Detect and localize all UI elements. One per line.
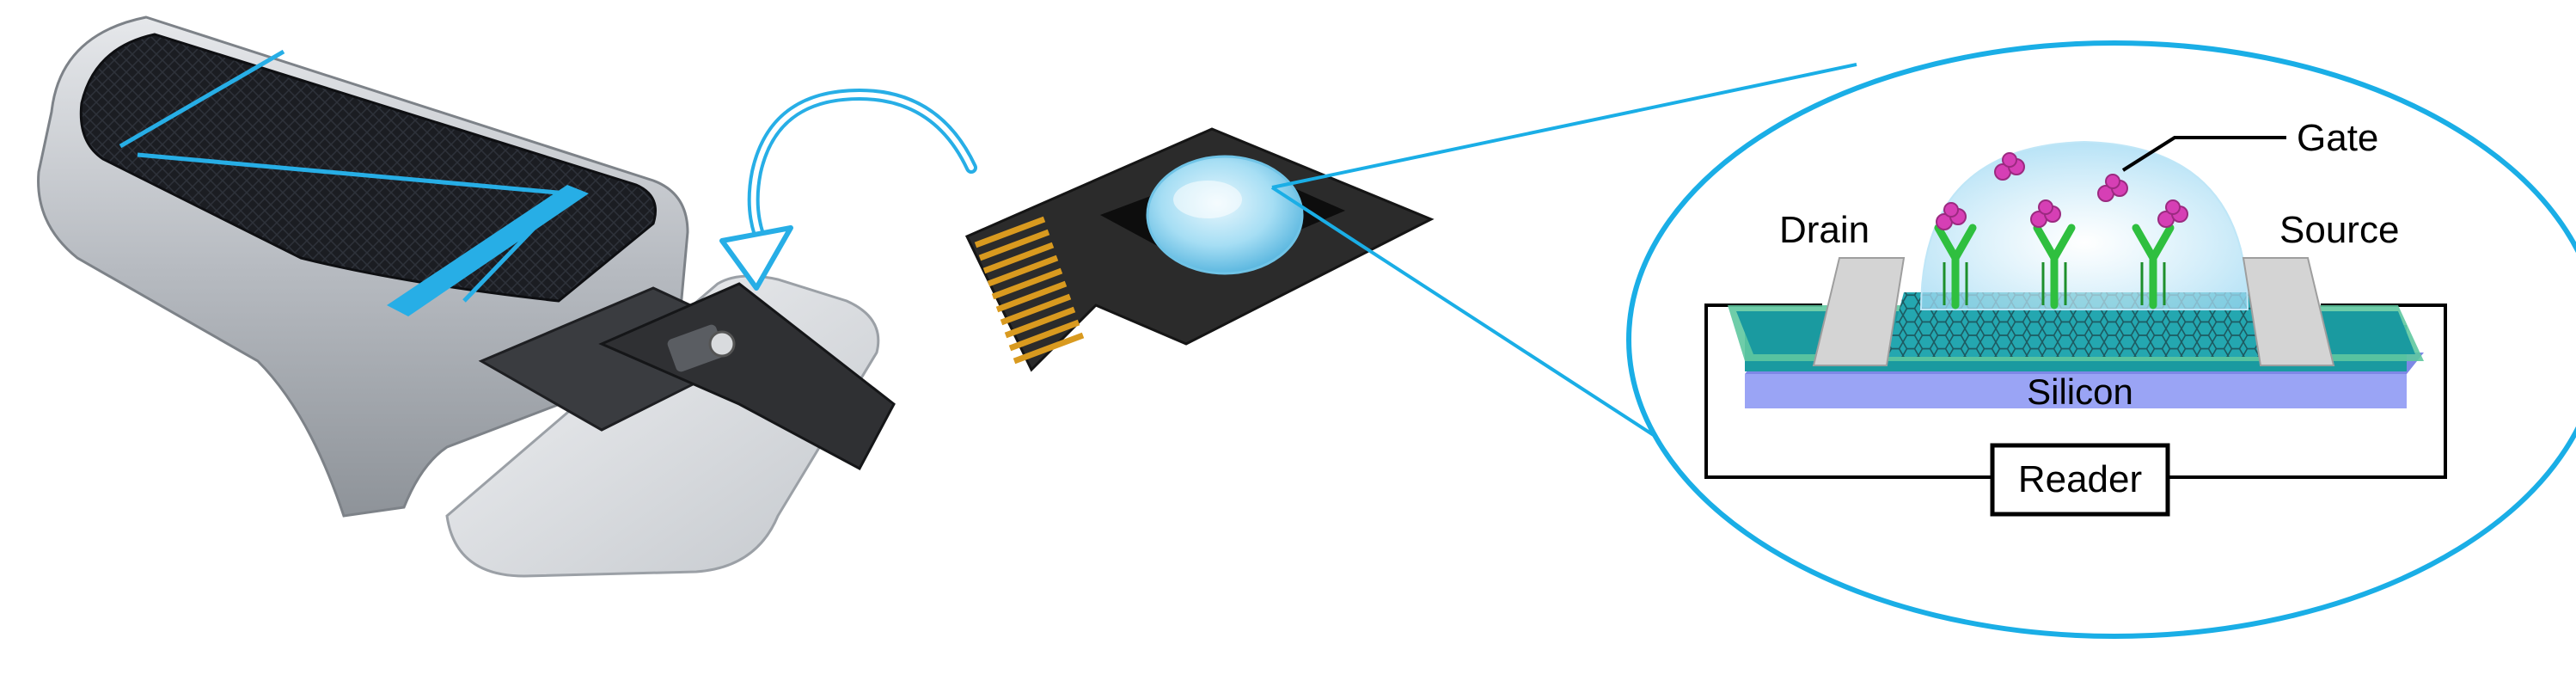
device-blue-band bbox=[387, 185, 589, 316]
transistor-cross-section bbox=[1704, 136, 2447, 517]
antigen-icon bbox=[1936, 152, 2188, 230]
curved-insert-arrow-icon bbox=[719, 88, 977, 291]
reader-label: Reader bbox=[2018, 458, 2142, 500]
inserted-chip-sensor bbox=[708, 330, 736, 358]
silicon-label: Silicon bbox=[2027, 371, 2133, 412]
inserted-chip-card bbox=[598, 282, 896, 471]
inserted-chip-window bbox=[667, 324, 725, 372]
callout-line-top bbox=[1271, 63, 1857, 189]
chip-contacts bbox=[974, 216, 1085, 365]
drain-electrode bbox=[1812, 257, 1906, 366]
source-electrode bbox=[2242, 257, 2335, 366]
reader-box bbox=[1990, 443, 2170, 517]
sensor-chip-card-icon bbox=[964, 127, 1435, 372]
handheld-reader-device-icon bbox=[37, 15, 896, 578]
drain-label: Drain bbox=[1779, 209, 1869, 251]
gate-leader-line bbox=[2121, 136, 2286, 172]
antibody-icon bbox=[1934, 224, 2175, 310]
source-label: Source bbox=[2279, 209, 2399, 251]
gate-label: Gate bbox=[2297, 117, 2378, 159]
